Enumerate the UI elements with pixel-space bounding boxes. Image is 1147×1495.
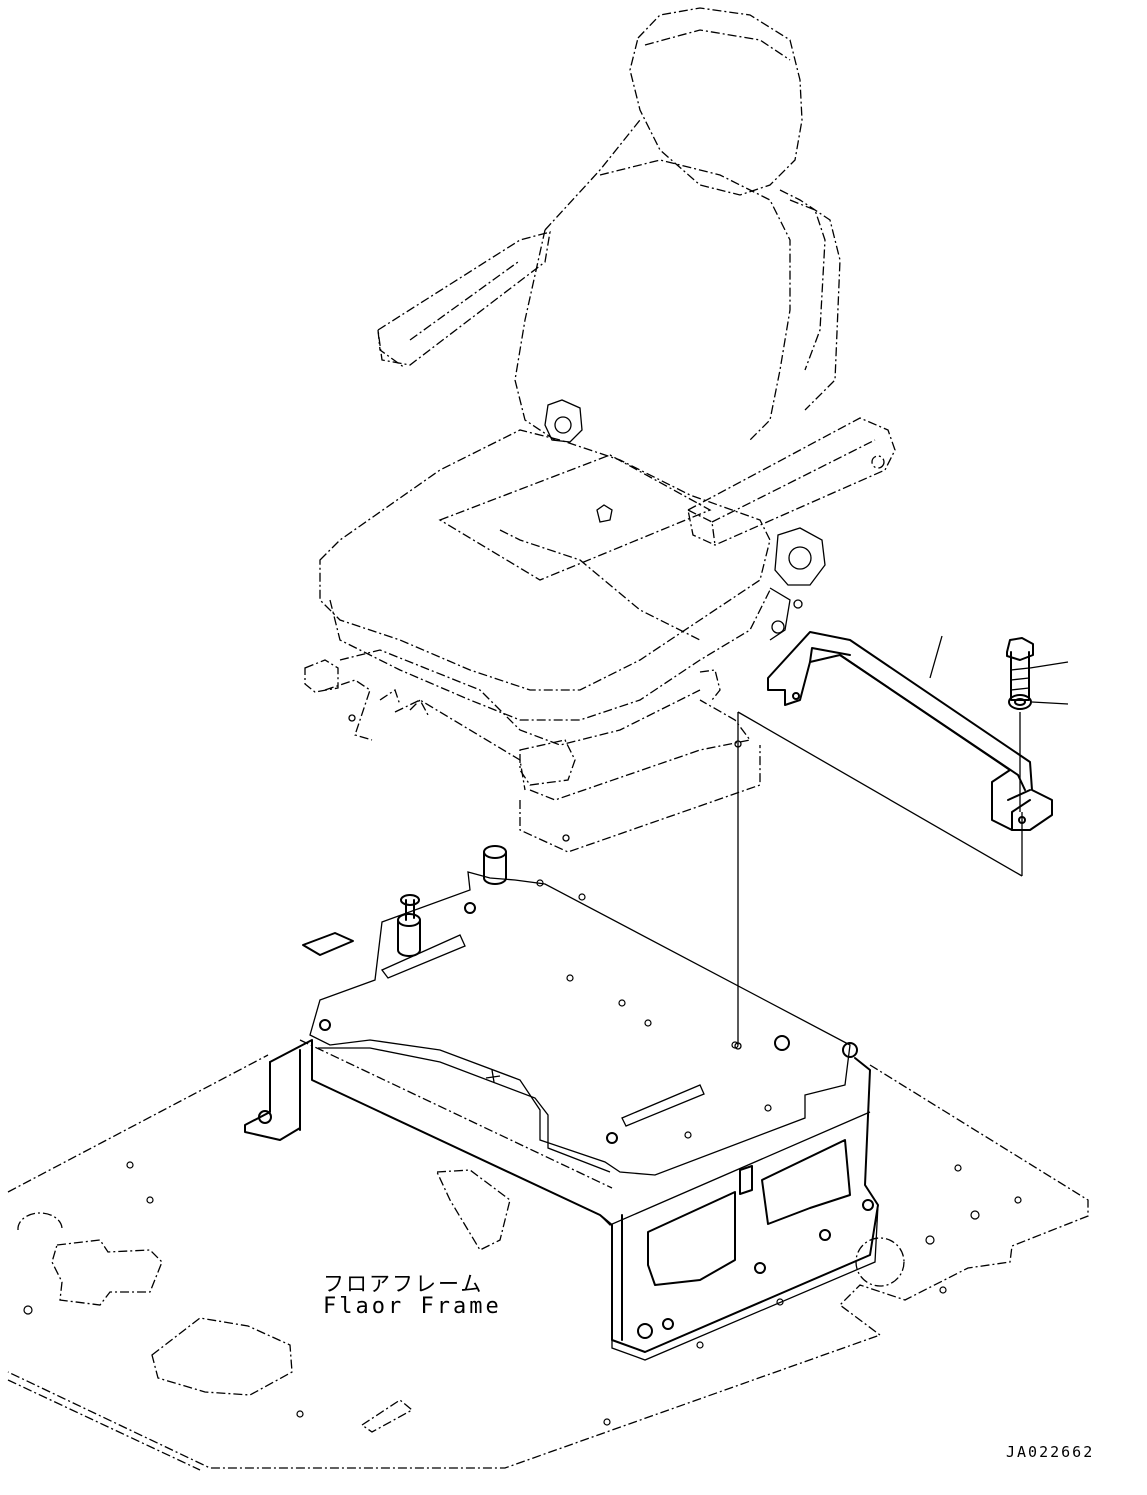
- floor-frame: [7, 1039, 1089, 1471]
- operator-seat: [304, 7, 896, 853]
- floor-frame-label-en: Flaor Frame: [323, 1294, 502, 1319]
- reference-lines: [734, 635, 1069, 1050]
- seat-base-plate: [302, 845, 858, 1176]
- seat-stand: [244, 1039, 879, 1361]
- floor-frame-label-jp: フロアフレーム: [323, 1272, 484, 1296]
- seat-bracket: [767, 631, 1053, 831]
- bolt-and-washer: [1006, 637, 1034, 710]
- drawing-number: JA022662: [1006, 1443, 1095, 1461]
